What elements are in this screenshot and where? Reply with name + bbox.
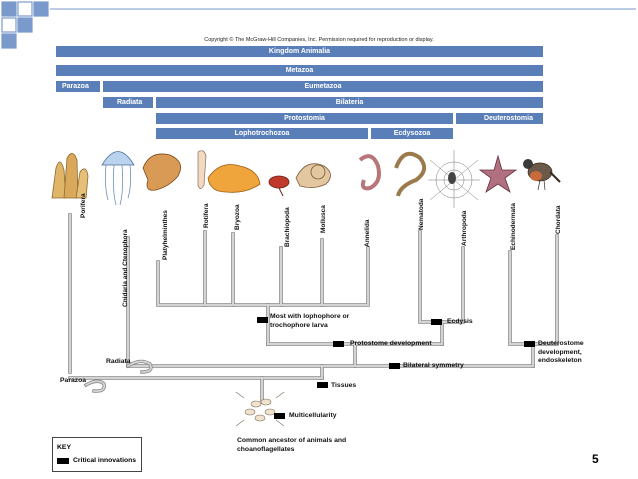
bar-metazoa: Metazoa	[56, 65, 543, 76]
bar-ecdysozoa: Ecdysozoa	[371, 128, 453, 139]
sponge-illustration	[51, 153, 89, 199]
marker-protostome	[333, 341, 344, 347]
choanoflagellate-illustration	[235, 391, 285, 427]
key-marker-swatch	[57, 458, 69, 464]
jellyfish-illustration	[101, 151, 135, 206]
taxon-nematoda: Nematoda	[418, 198, 425, 230]
page-number: 5	[592, 452, 599, 466]
taxon-echinodermata: Echinodermata	[510, 203, 517, 250]
key-title: KEY	[57, 444, 71, 451]
key-item: Critical innovations	[73, 457, 137, 464]
label-common-ancestor: Common ancestor of animals and choanofla…	[237, 437, 347, 453]
label-bilateral-symmetry: Bilateral symmetry	[403, 362, 464, 369]
bar-radiata: Radiata	[103, 97, 153, 108]
marker-lophophore	[257, 317, 268, 323]
label-parazoa: Parazoa	[60, 377, 87, 384]
bar-eumetazoa: Eumetazoa	[103, 81, 543, 92]
flatworm-illustration	[142, 153, 182, 191]
label-tissues: Tissues	[331, 382, 357, 389]
taxon-annelida: Annelida	[364, 219, 371, 247]
bar-parazoa: Parazoa	[56, 81, 100, 92]
marker-tissues	[317, 382, 328, 388]
label-radiata: Radiata	[106, 358, 131, 365]
starfish-illustration	[478, 154, 518, 194]
taxon-porifera: Porifera	[80, 193, 87, 218]
label-ecdysis: Ecdysis	[447, 318, 473, 325]
label-deuterostome-development: Deuterostome development, endoskeleton	[538, 340, 584, 364]
taxon-mollusca: Mollusca	[320, 205, 327, 233]
bar-lophotrochozoa: Lophotrochozoa	[156, 128, 368, 139]
taxon-rotifera: Rotifera	[203, 203, 210, 228]
taxon-arthropoda: Arthropoda	[461, 210, 468, 246]
brachiopod-illustration	[268, 175, 290, 197]
marker-multicellularity	[274, 413, 285, 419]
earthworm-illustration	[358, 154, 381, 191]
bar-deuterostomia: Deuterostomia	[456, 113, 543, 124]
label-lophophore: Most with lophophore or trochophore larv…	[270, 313, 350, 329]
rotifer-illustration	[197, 150, 207, 189]
taxon-cnidaria-ctenophora: Cnidaria and Ctenophora	[122, 229, 129, 307]
bar-kingdom-animalia: Kingdom Animalia	[56, 46, 543, 57]
taxon-platyhelminthes: Platyhelminthes	[162, 210, 169, 260]
bird-illustration	[523, 159, 561, 191]
nematode-illustration	[394, 151, 427, 197]
key-box: KEY Critical innovations	[52, 437, 142, 472]
marker-deuterostome	[524, 341, 535, 347]
bar-protostomia: Protostomia	[156, 113, 453, 124]
marker-bilateral	[389, 363, 400, 369]
label-multicellularity: Multicellularity	[289, 412, 337, 419]
spider-illustration	[428, 150, 480, 208]
snail-illustration	[295, 163, 331, 188]
bryozoan-illustration	[207, 164, 261, 193]
marker-ecdysis	[431, 319, 442, 325]
taxon-brachiopoda: Brachiopoda	[284, 207, 291, 247]
copyright-notice: Copyright © The McGraw-Hill Companies, I…	[204, 37, 434, 43]
taxon-chordata: Chordata	[555, 205, 562, 234]
bar-bilateria: Bilateria	[156, 97, 543, 108]
label-protostome-development: Protostome development	[350, 340, 432, 347]
taxon-bryozoa: Bryozoa	[234, 204, 241, 230]
